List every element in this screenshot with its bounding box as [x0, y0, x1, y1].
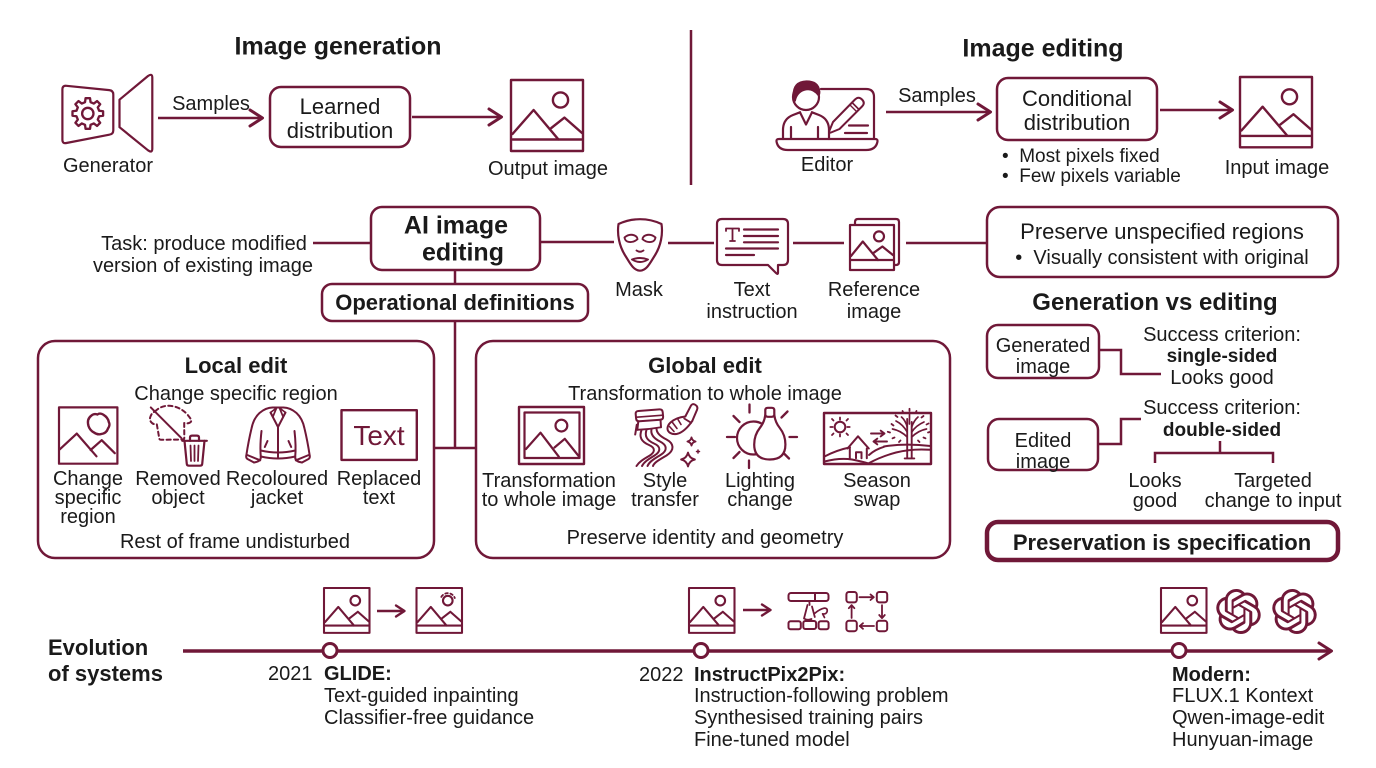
svg-text:Preserve unspecified regions: Preserve unspecified regions: [1020, 219, 1304, 244]
svg-text:Qwen-image-edit: Qwen-image-edit: [1172, 707, 1325, 729]
svg-text:GLIDE:: GLIDE:: [324, 663, 392, 685]
svg-text:Classifier-free guidance: Classifier-free guidance: [324, 707, 534, 729]
svg-text:Synthesised training pairs: Synthesised training pairs: [694, 707, 923, 729]
svg-text:image: image: [847, 301, 901, 323]
svg-text:swap: swap: [854, 489, 901, 511]
svg-text:Editor: Editor: [801, 154, 854, 176]
svg-text:instruction: instruction: [706, 301, 797, 323]
svg-text:Preservation is specification: Preservation is specification: [1013, 530, 1311, 555]
svg-text:Looks: Looks: [1128, 470, 1181, 492]
svg-text:Learned: Learned: [300, 94, 381, 119]
svg-text:good: good: [1133, 490, 1178, 512]
svg-text:Transformation: Transformation: [482, 470, 616, 492]
svg-text:image: image: [1016, 451, 1070, 473]
svg-text:Image generation: Image generation: [235, 33, 442, 61]
svg-text:InstructPix2Pix:: InstructPix2Pix:: [694, 664, 845, 686]
svg-text:Lighting: Lighting: [725, 470, 795, 492]
svg-text:Looks good: Looks good: [1170, 367, 1273, 389]
svg-text:Modern:: Modern:: [1172, 664, 1251, 686]
svg-text:Edited: Edited: [1015, 430, 1072, 452]
svg-text:Change: Change: [53, 468, 123, 490]
svg-text:jacket: jacket: [250, 487, 304, 509]
svg-text:2021: 2021: [268, 663, 313, 685]
svg-text:distribution: distribution: [1024, 110, 1130, 135]
svg-text:Replaced: Replaced: [337, 468, 422, 490]
svg-text:editing: editing: [422, 239, 504, 267]
svg-text:of systems: of systems: [48, 661, 163, 686]
svg-text:Mask: Mask: [615, 279, 664, 301]
svg-text:Output image: Output image: [488, 158, 608, 180]
svg-text:AI image: AI image: [404, 212, 508, 240]
svg-text:Instruction-following problem: Instruction-following problem: [694, 685, 949, 707]
svg-text:Hunyuan-image: Hunyuan-image: [1172, 729, 1313, 751]
svg-text:FLUX.1 Kontext: FLUX.1 Kontext: [1172, 685, 1314, 707]
svg-text:object: object: [151, 487, 205, 509]
svg-text:double-sided: double-sided: [1163, 420, 1281, 441]
svg-text:version of existing image: version of existing image: [93, 255, 313, 277]
svg-text:image: image: [1016, 356, 1070, 378]
svg-text:Image editing: Image editing: [962, 35, 1123, 63]
svg-text:single-sided: single-sided: [1167, 346, 1278, 367]
svg-text:Recoloured: Recoloured: [226, 468, 328, 490]
svg-text:specific: specific: [55, 487, 122, 509]
svg-text:Generation vs editing: Generation vs editing: [1032, 289, 1277, 316]
svg-text:Targeted: Targeted: [1234, 470, 1312, 492]
svg-text:Operational definitions: Operational definitions: [335, 290, 575, 315]
svg-text:change to input: change to input: [1205, 490, 1342, 512]
svg-text:Text-guided inpainting: Text-guided inpainting: [324, 685, 519, 707]
svg-text:• Visually consistent with or: • Visually consistent with original: [1015, 247, 1308, 269]
svg-text:Generated: Generated: [996, 335, 1091, 357]
svg-text:Transformation to whole image: Transformation to whole image: [568, 383, 842, 405]
svg-text:Input image: Input image: [1225, 157, 1330, 179]
svg-text:Style: Style: [643, 470, 687, 492]
svg-text:Conditional: Conditional: [1022, 86, 1132, 111]
svg-text:Task: produce modified: Task: produce modified: [101, 233, 307, 255]
svg-text:Season: Season: [843, 470, 911, 492]
svg-text:Generator: Generator: [63, 155, 153, 177]
svg-text:Change specific region: Change specific region: [134, 383, 337, 405]
svg-text:change: change: [727, 489, 793, 511]
svg-text:Success criterion:: Success criterion:: [1143, 324, 1301, 346]
svg-text:Fine-tuned model: Fine-tuned model: [694, 729, 850, 751]
svg-text:Global edit: Global edit: [648, 353, 762, 378]
svg-text:distribution: distribution: [287, 118, 393, 143]
svg-text:Reference: Reference: [828, 279, 920, 301]
svg-text:to whole image: to whole image: [482, 489, 617, 511]
svg-text:Samples: Samples: [898, 85, 976, 107]
svg-text:Removed: Removed: [135, 468, 221, 490]
svg-text:• Most pixels fixed: • Most pixels fixed: [1002, 146, 1160, 167]
svg-text:Samples: Samples: [172, 93, 250, 115]
svg-text:Preserve identity and geometry: Preserve identity and geometry: [567, 527, 844, 549]
svg-text:Rest of frame undisturbed: Rest of frame undisturbed: [120, 531, 350, 553]
svg-text:Success criterion:: Success criterion:: [1143, 397, 1301, 419]
svg-text:Evolution: Evolution: [48, 635, 148, 660]
svg-text:text: text: [363, 487, 396, 509]
svg-text:2022: 2022: [639, 664, 684, 686]
svg-text:Text: Text: [353, 420, 405, 451]
svg-text:• Few pixels variable: • Few pixels variable: [1002, 166, 1181, 187]
svg-text:Local edit: Local edit: [185, 353, 288, 378]
svg-text:region: region: [60, 506, 116, 528]
svg-text:Text: Text: [734, 279, 771, 301]
svg-text:transfer: transfer: [631, 489, 699, 511]
